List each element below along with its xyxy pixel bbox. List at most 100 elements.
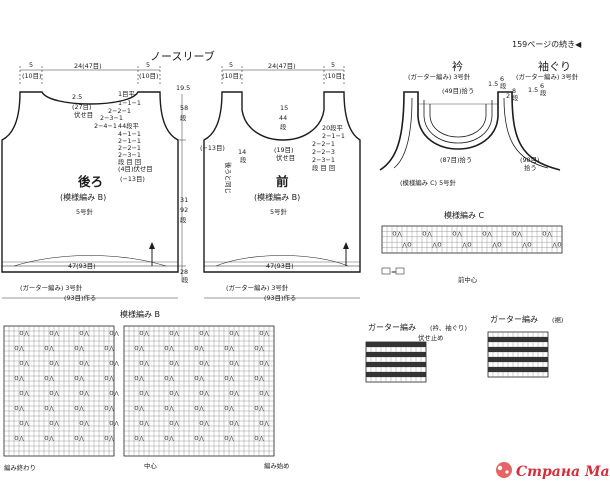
garter-row [366,362,426,367]
back-armhole-bindoff: (−13目) [120,175,145,183]
stitch-symbol: ⋀ [228,436,234,442]
garter1-title: ガーター編み [368,322,416,332]
front-same-as-back: 後ろと同じ [224,162,233,194]
back-neck-depth: 2.5 [72,93,82,101]
stitch-symbol: O [134,346,138,352]
front-dim-shoulder-r: 5 [331,61,335,69]
chart-c-grid: O⋀⋀OO⋀⋀OO⋀⋀OO⋀⋀OO⋀⋀OO⋀⋀O [381,225,563,254]
chart-c-center: 前中心 [458,275,478,284]
front-name: 前 [276,174,289,189]
front-neck-rows: 44 [279,114,287,122]
back-neck-bindoff: 伏せ目 [74,110,93,119]
chart-c-title: 模様編み C [444,210,485,220]
stitch-symbol: ⋀ [138,346,144,352]
stitch-symbol: O [482,232,486,238]
stitch-symbol: ⋀ [203,391,209,397]
stitch-symbol: ⋀ [456,232,462,238]
stitch-symbol: ⋀ [23,391,29,397]
collar-band-note: (模様編み C) 5号針 [400,178,457,187]
front-dim-shoulder-l-sts: (10目) [222,72,242,80]
stitch-symbol: ⋀ [138,376,144,382]
stitch-symbol: ⋀ [228,406,234,412]
garter-row [366,342,426,347]
stitch-symbol: ⋀ [108,436,114,442]
stitch-symbol: ⋀ [198,436,204,442]
stitch-symbol: ⋀ [113,421,119,427]
stitch-symbol: O [224,346,228,352]
stitch-symbol: O [139,421,143,427]
front-outline [203,91,361,273]
stitch-symbol: O [79,331,83,337]
back-dim-shoulder-l-sts: (10目) [22,72,42,80]
stitch-symbol: ⋀ [53,361,59,367]
chart-b-start-label: 編み始め [264,461,290,470]
front-dim-shoulder-r-sts: (10目) [325,72,345,80]
chart-garter-hem: ガーター編み (裾) [487,314,563,378]
stitch-symbol: ⋀ [263,421,269,427]
back-pattern: (模様編み B) [60,192,106,202]
stitch-symbol: ⋀ [113,331,119,337]
stitch-symbol: O [194,406,198,412]
collar-band-rows-u: 段 [500,81,507,90]
stitch-symbol: ⋀ [23,421,29,427]
back-shape-9: 2−2−1 [118,144,141,152]
back-shape-5: 2−4−1 [94,122,117,130]
stitch-symbol: O [79,361,83,367]
stitch-symbol: O [134,376,138,382]
stitch-symbol: O [19,391,23,397]
garter1-grid [365,341,427,383]
stitch-symbol: ⋀ [263,391,269,397]
stitch-symbol: O [44,406,48,412]
back-name: 後ろ [78,174,103,189]
stitch-symbol: ⋀ [23,331,29,337]
garter2-title: ガーター編み [490,314,538,324]
stitch-symbol: O [199,331,203,337]
back-shape-8: 2−1−1 [118,137,141,145]
watermark-logo: Страна Мам [496,462,610,480]
stitch-symbol: ⋀ [258,436,264,442]
stitch-symbol: ⋀ [113,391,119,397]
back-armhole-rows-u: 段 [180,113,187,122]
stitch-symbol: ⋀ [168,346,174,352]
back-body-rows-u: 段 [180,215,187,224]
back-dim-shoulder-r-sts: (10目) [139,72,159,80]
garter-row [488,357,548,362]
armhole-band-h: 1.5 [528,86,538,94]
armhole-title-pattern: (ガーター編み) 3号針 [516,72,579,81]
stitch-symbol: O [452,232,456,238]
stitch-symbol: O [74,436,78,442]
garter-row [366,372,426,377]
stitch-symbol: O [104,346,108,352]
stitch-symbol: ⋀ [18,376,24,382]
back-armhole-rows: 58 [180,104,188,112]
stitch-symbol: O [44,346,48,352]
stitch-symbol: O [139,331,143,337]
stitch-symbol: O [109,331,113,337]
stitch-symbol: O [194,346,198,352]
stitch-symbol: O [79,391,83,397]
garter1-bindoff: 伏せ止め [418,333,444,342]
stitch-symbol: O [44,376,48,382]
front-dim-shoulder-l: 5 [229,61,233,69]
stitch-symbol: ⋀ [138,406,144,412]
stitch-symbol: O [229,391,233,397]
back-hem-rows-u: 段 [182,275,189,284]
stitch-symbol: ⋀ [113,361,119,367]
stitch-symbol: ⋀ [108,346,114,352]
stitch-symbol: O [164,436,168,442]
stitch-symbol: ⋀ [173,391,179,397]
back-armhole-h: 19.5 [176,84,190,92]
armhole-title: 袖ぐり [538,59,571,73]
stitch-symbol: O [104,376,108,382]
stitch-symbol: ⋀ [108,406,114,412]
front-piece: 5 (10目) 24(47目) 5 (10目) 15 44 段 14 段 (19… [200,61,361,302]
front-dim-neck: 24(47目) [268,62,296,70]
back-dim-shoulder-l: 5 [29,61,33,69]
front-garter: (ガーター編み) 3号針 [226,283,289,292]
back-shape-10: 2−3−1 [118,151,141,159]
garter1-subtitle: (衿、袖ぐり) [430,323,467,332]
stitch-symbol: ⋀ [233,331,239,337]
armhole-pickup-u: 拾う [524,163,537,172]
stitch-symbol: ⋀ [228,376,234,382]
